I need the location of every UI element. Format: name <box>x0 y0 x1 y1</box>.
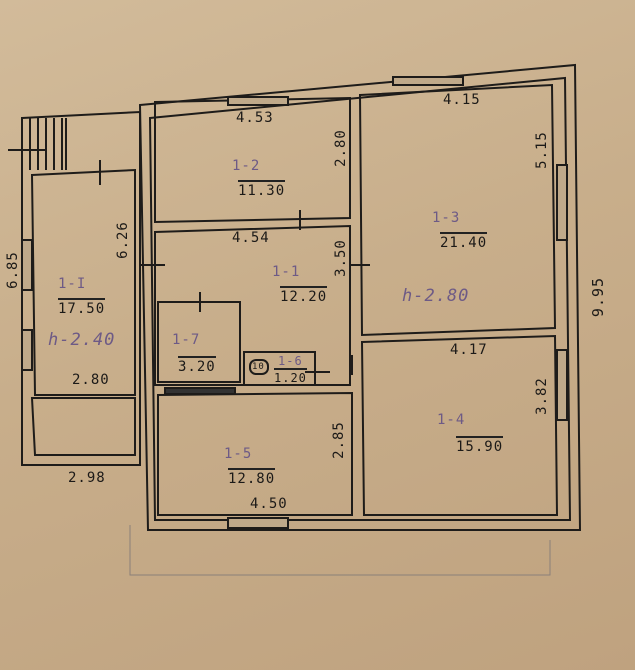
room-1-I-area: 17.50 <box>58 298 106 317</box>
room-1-3-height: h-2.80 <box>402 286 470 306</box>
room-1-3-id: 1-3 <box>432 210 461 226</box>
room-1-4-area: 15.90 <box>456 436 504 455</box>
room-1-4-width: 4.17 <box>450 342 488 358</box>
room-1-1-area: 12.20 <box>280 286 328 305</box>
outer-right-height: 9.95 <box>589 276 608 318</box>
room-1-5-width: 4.50 <box>250 496 288 512</box>
room-1-1-length: 3.50 <box>332 239 349 277</box>
room-1-I-height: h-2.40 <box>48 330 116 350</box>
room-1-3-area: 21.40 <box>440 232 488 251</box>
room-1-2-area: 11.30 <box>238 180 286 199</box>
room-1-3-length: 5.15 <box>533 131 550 169</box>
room-1-I-id: 1-I <box>58 276 87 292</box>
room-1-2-width: 4.53 <box>236 110 274 126</box>
toilet-icon: 10 <box>252 362 265 372</box>
room-1-I-width: 2.80 <box>72 372 110 388</box>
pencil-outline <box>129 525 551 576</box>
annex-width: 2.98 <box>68 470 106 486</box>
room-1-1-id: 1-1 <box>272 264 301 280</box>
room-1-1-width: 4.54 <box>232 230 270 246</box>
room-1-2-length: 2.80 <box>332 129 349 167</box>
room-1-5-area: 12.80 <box>228 468 276 487</box>
room-1-7-area: 3.20 <box>178 356 216 375</box>
room-1-2-id: 1-2 <box>232 158 261 174</box>
room-1-4-length: 3.82 <box>533 377 550 415</box>
room-1-4-id: 1-4 <box>437 412 466 428</box>
room-1-I-length: 6.26 <box>114 221 131 259</box>
room-1-3-width: 4.15 <box>443 92 481 108</box>
room-1-5-id: 1-5 <box>224 446 253 462</box>
room-1-6-id: 1-6 <box>278 354 303 368</box>
room-1-7-id: 1-7 <box>172 332 201 348</box>
room-1-5-length: 2.85 <box>330 421 347 459</box>
stairs <box>8 118 67 170</box>
outer-left-height: 6.85 <box>4 251 21 289</box>
room-1-6-area: 1.20 <box>274 368 307 385</box>
